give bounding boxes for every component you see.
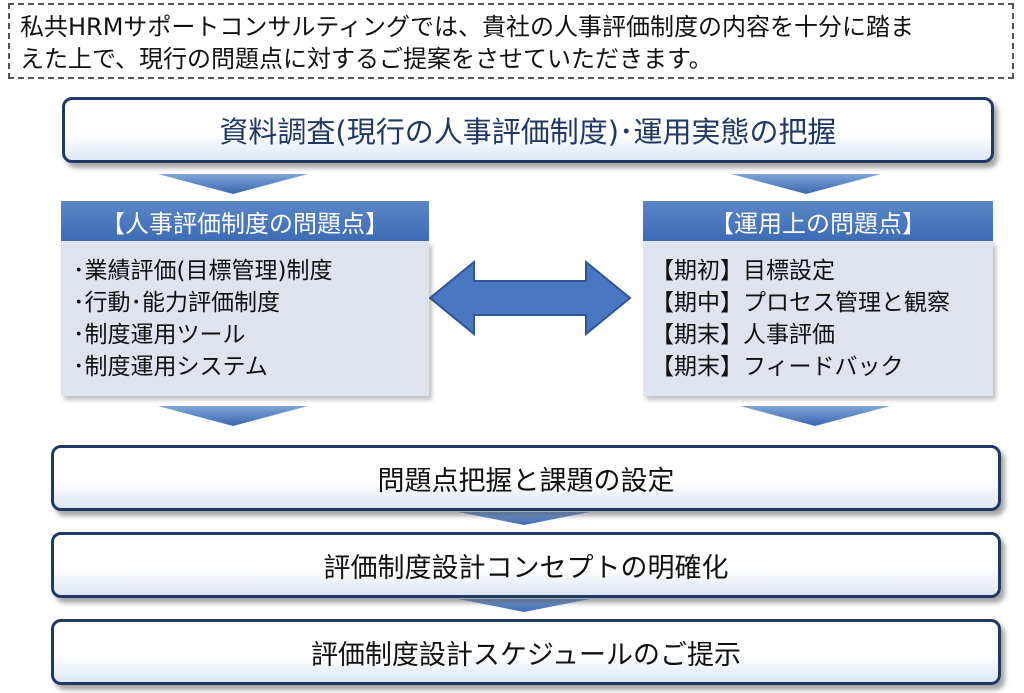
down-arrow-left-to-step1 bbox=[158, 406, 308, 426]
research-box: 資料調査(現行の人事評価制度)･運用実態の把握 bbox=[62, 97, 994, 163]
intro-line-1: 私共HRMサポートコンサルティングでは、貴社の人事評価制度の内容を十分に踏ま bbox=[20, 13, 914, 41]
list-item: 【期末】人事評価 bbox=[651, 322, 835, 348]
down-arrow-right-to-step1 bbox=[740, 406, 890, 426]
list-item: ･制度運用システム bbox=[73, 354, 268, 380]
system-issues-list: ･業績評価(目標管理)制度 ･行動･能力評価制度 ･制度運用ツール ･制度運用シ… bbox=[61, 241, 429, 396]
list-item: 【期中】プロセス管理と観察 bbox=[651, 290, 950, 316]
operation-issues-list: 【期初】目標設定 【期中】プロセス管理と観察 【期末】人事評価 【期末】フィード… bbox=[643, 241, 993, 396]
step-schedule-box: 評価制度設計スケジュールのご提示 bbox=[51, 619, 1001, 685]
operation-issues-header: 【運用上の問題点】 bbox=[643, 201, 993, 241]
down-arrow-step2-to-step3 bbox=[458, 599, 590, 612]
down-arrow-to-right-panel bbox=[731, 174, 881, 194]
system-issues-header: 【人事評価制度の問題点】 bbox=[61, 201, 429, 241]
list-item: ･業績評価(目標管理)制度 bbox=[73, 258, 333, 284]
step-label: 評価制度設計スケジュールのご提示 bbox=[310, 639, 742, 671]
step-issue-setting-box: 問題点把握と課題の設定 bbox=[51, 445, 1001, 511]
intro-line-2: えた上で、現行の問題点に対するご提案をさせていただきます。 bbox=[20, 45, 713, 73]
down-arrow-step1-to-step2 bbox=[458, 512, 590, 525]
step-label: 問題点把握と課題の設定 bbox=[377, 465, 675, 497]
double-arrow bbox=[428, 259, 632, 337]
step-concept-box: 評価制度設計コンセプトの明確化 bbox=[51, 532, 1001, 598]
list-item: ･行動･能力評価制度 bbox=[73, 290, 280, 316]
research-label: 資料調査(現行の人事評価制度)･運用実態の把握 bbox=[219, 115, 837, 149]
list-item: 【期末】フィードバック bbox=[651, 354, 904, 380]
down-arrow-to-left-panel bbox=[158, 174, 308, 194]
intro-text-box: 私共HRMサポートコンサルティングでは、貴社の人事評価制度の内容を十分に踏ま え… bbox=[8, 3, 1014, 79]
system-issues-title: 【人事評価制度の問題点】 bbox=[101, 209, 389, 238]
list-item: ･制度運用ツール bbox=[73, 322, 246, 348]
step-label: 評価制度設計コンセプトの明確化 bbox=[323, 552, 729, 584]
list-item: 【期初】目標設定 bbox=[651, 258, 835, 284]
operation-issues-title: 【運用上の問題点】 bbox=[710, 209, 926, 238]
